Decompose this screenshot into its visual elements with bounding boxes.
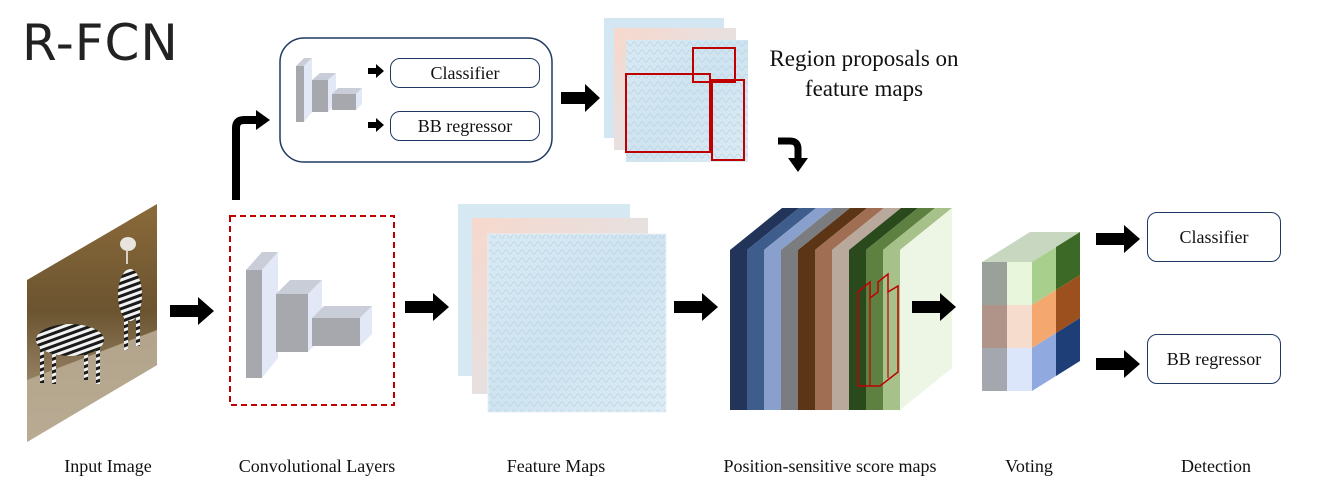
block-front <box>246 270 262 378</box>
zebra-leg <box>124 300 128 350</box>
zebra-leg <box>136 300 140 346</box>
conv-layers-blocks <box>246 252 372 378</box>
region-proposal-box <box>625 73 711 153</box>
voting-cell-side <box>1056 318 1080 376</box>
block-top <box>312 306 372 318</box>
rpn-bb-regressor-box: BB regressor <box>390 111 540 141</box>
up-right-arrow-icon <box>232 116 256 200</box>
arrows-layer <box>170 64 1140 378</box>
right-arrow-icon <box>1096 225 1140 253</box>
block-side <box>356 88 362 110</box>
voting-cell-front <box>982 305 1007 348</box>
score-map-layer-top <box>815 208 884 250</box>
region-proposals-label-line1: Region proposals on <box>769 46 959 71</box>
zebra-leg <box>52 348 56 384</box>
input-image-ground <box>27 330 157 442</box>
block-top <box>296 58 312 66</box>
right-arrow-icon <box>405 293 449 321</box>
detection-bb-regressor-box: BB regressor <box>1147 334 1281 384</box>
score-map-layer-front <box>764 250 781 410</box>
score-map-layer-top <box>832 208 901 250</box>
caption-position-sensitive-score-maps: Position-sensitive score maps <box>723 456 937 476</box>
block-side <box>304 58 312 122</box>
score-map-layer-top <box>883 208 952 250</box>
voting-cell-front <box>1007 262 1032 305</box>
conv-layers-dashed-box <box>229 215 395 406</box>
voting-cell-side <box>1056 232 1080 290</box>
feature-map-texture <box>626 40 748 162</box>
block-top <box>332 88 362 94</box>
region-proposal-box <box>692 47 736 83</box>
score-map-layer-top <box>730 208 799 250</box>
right-arrow-icon <box>1096 350 1140 378</box>
diagram-title: R-FCN <box>22 14 179 72</box>
voting-cell-side <box>1032 290 1056 348</box>
score-map-layer-top <box>798 208 867 250</box>
input-image <box>27 204 157 442</box>
block-side <box>262 252 278 378</box>
caption-input-image: Input Image <box>64 456 152 476</box>
score-map-layer-front <box>747 250 764 410</box>
voting-cell-side <box>1056 275 1080 333</box>
score-map-layer-top <box>764 208 833 250</box>
block-front <box>332 94 356 110</box>
right-arrow-icon <box>170 297 214 325</box>
zebra-leg <box>84 346 88 380</box>
right-arrow-icon <box>368 64 384 78</box>
right-arrow-icon <box>912 293 956 321</box>
right-arrow-icon <box>561 84 600 112</box>
region-proposals-label-line2: feature maps <box>804 76 924 101</box>
zebra-leg <box>40 345 44 383</box>
voting-cell-side <box>1032 247 1056 305</box>
voting-cell-front <box>1007 305 1032 348</box>
block-front <box>312 318 360 346</box>
rpn-blocks <box>296 58 362 122</box>
zebra-leg <box>96 344 100 384</box>
score-map-roi-outline <box>857 272 899 387</box>
up-right-arrow-icon-head <box>256 110 270 130</box>
score-map-layer-front <box>781 250 798 410</box>
block-front <box>276 294 308 352</box>
score-map-layer-front <box>815 250 832 410</box>
voting-cell-front <box>1007 348 1032 391</box>
feature-map-texture <box>488 234 666 412</box>
right-arrow-icon <box>368 118 384 132</box>
score-map-layer-top <box>747 208 816 250</box>
voting-cell-side <box>1032 333 1056 391</box>
feature-maps <box>458 204 667 413</box>
rpn-classifier-box: Classifier <box>390 58 540 88</box>
block-side <box>360 306 372 346</box>
feature-map-edge <box>487 233 667 413</box>
score-map-layer-top <box>866 208 935 250</box>
voting-cell-front <box>982 348 1007 391</box>
voting-top-face <box>982 232 1080 262</box>
block-front <box>312 80 328 112</box>
score-map-layer-front <box>798 250 815 410</box>
voting-cube <box>982 232 1080 391</box>
caption-detection: Detection <box>1181 456 1251 476</box>
upper-feature-maps <box>604 18 748 162</box>
block-front <box>296 66 304 122</box>
detection-classifier-box: Classifier <box>1147 212 1281 262</box>
voting-cell-front <box>982 262 1007 305</box>
caption-feature-maps: Feature Maps <box>506 456 606 476</box>
region-proposal-box <box>711 79 745 161</box>
zebra-body-left <box>36 324 104 356</box>
block-top <box>246 252 278 270</box>
score-map-layer-top <box>849 208 918 250</box>
score-map-layer-front <box>730 250 747 410</box>
down-right-arrow-icon <box>778 137 802 158</box>
bird <box>120 237 136 251</box>
score-map-layer-front <box>832 250 849 410</box>
caption-convolutional-layers: Convolutional Layers <box>238 456 396 476</box>
right-arrow-icon <box>674 293 718 321</box>
bird-leg <box>126 250 128 264</box>
block-top <box>276 280 322 294</box>
region-proposals-label: Region proposals on feature maps <box>754 44 974 104</box>
down-right-arrow-icon-head <box>788 158 808 172</box>
score-map-layer-top <box>781 208 850 250</box>
caption-voting: Voting <box>1005 456 1053 476</box>
